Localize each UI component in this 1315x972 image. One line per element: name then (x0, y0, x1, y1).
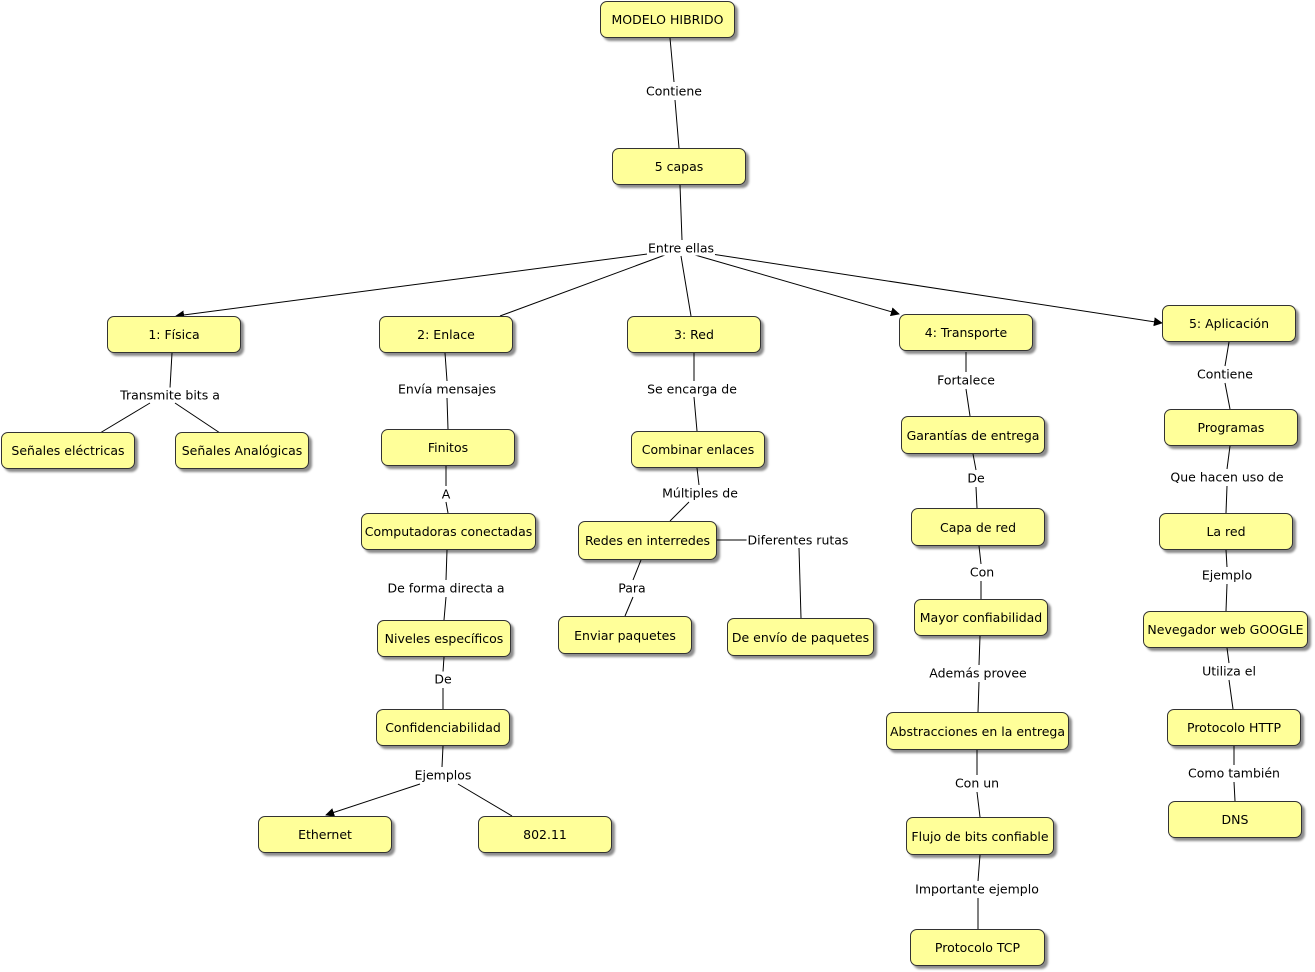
concept-aplicacion[interactable]: 5: Aplicación (1162, 305, 1296, 342)
link-label-de: De (433, 671, 453, 687)
concept-protocolo-tcp[interactable]: Protocolo TCP (910, 929, 1045, 966)
link-label-con: Con (968, 564, 996, 580)
concept-envio-de-paquetes[interactable]: De envío de paquetes (727, 618, 874, 656)
concept-red[interactable]: 3: Red (627, 316, 761, 353)
concept-combinar-enlaces[interactable]: Combinar enlaces (631, 431, 765, 468)
concept-flujo-de-bits[interactable]: Flujo de bits confiable (906, 817, 1054, 855)
link-label-a: A (440, 486, 452, 502)
link-label-envia: Envía mensajes (397, 381, 497, 397)
link-label-utiliza: Utiliza el (1201, 663, 1257, 679)
concept-senales-analogicas[interactable]: Señales Analógicas (175, 432, 309, 469)
link-label-como-tambien: Como también (1187, 765, 1281, 781)
link-label-multiples: Múltiples de (661, 485, 739, 501)
concept-fisica[interactable]: 1: Física (107, 316, 241, 353)
link-label-de-2: De (966, 470, 986, 486)
link-label-contiene: Contiene (645, 83, 703, 99)
link-label-ejemplo: Ejemplo (1200, 567, 1254, 583)
concept-niveles-especificos[interactable]: Niveles específicos (377, 620, 511, 657)
concept-enviar-paquetes[interactable]: Enviar paquetes (558, 616, 692, 654)
concept-finitos[interactable]: Finitos (381, 429, 515, 466)
link-label-entre-ellas: Entre ellas (646, 240, 716, 256)
concept-ethernet[interactable]: Ethernet (258, 816, 392, 853)
concept-protocolo-http[interactable]: Protocolo HTTP (1167, 709, 1301, 746)
link-label-importante: Importante ejemplo (914, 881, 1040, 897)
concept-computadoras-conectadas[interactable]: Computadoras conectadas (361, 513, 536, 550)
concept-capa-de-red[interactable]: Capa de red (911, 508, 1045, 546)
link-label-con-un: Con un (953, 775, 1001, 791)
link-label-diferentes: Diferentes rutas (746, 532, 850, 548)
concept-dns[interactable]: DNS (1168, 801, 1302, 838)
link-label-que-hacen: Que hacen uso de (1169, 469, 1285, 485)
concept-mayor-confiabilidad[interactable]: Mayor confiabilidad (914, 599, 1048, 636)
concept-transporte[interactable]: 4: Transporte (899, 314, 1033, 351)
concept-la-red[interactable]: La red (1159, 513, 1293, 550)
concept-garantias-de-entrega[interactable]: Garantías de entrega (901, 416, 1045, 454)
link-label-ejemplos: Ejemplos (413, 767, 473, 783)
link-label-se-encarga: Se encarga de (646, 381, 738, 397)
link-label-contiene-2: Contiene (1196, 366, 1254, 382)
link-label-ademas: Además provee (928, 665, 1028, 681)
concept-navegador-google[interactable]: Nevegador web GOOGLE (1143, 611, 1308, 648)
concept-abstracciones[interactable]: Abstracciones en la entrega (886, 712, 1069, 750)
link-label-transmite: Transmite bits a (119, 387, 221, 403)
concept-802-11[interactable]: 802.11 (478, 816, 612, 853)
concept-senales-electricas[interactable]: Señales eléctricas (1, 432, 135, 469)
concept-confidencialidad[interactable]: Confidenciabilidad (376, 709, 510, 746)
link-label-fortalece: Fortalece (936, 372, 996, 388)
concept-programas[interactable]: Programas (1164, 409, 1298, 446)
link-label-forma-directa: De forma directa a (386, 580, 506, 596)
concept-5-capas[interactable]: 5 capas (612, 148, 746, 185)
concept-redes-en-interredes[interactable]: Redes en interredes (578, 521, 717, 560)
link-label-para: Para (617, 580, 647, 596)
concept-enlace[interactable]: 2: Enlace (379, 316, 513, 353)
concept-modelo-hibrido[interactable]: MODELO HIBRIDO (600, 1, 735, 38)
